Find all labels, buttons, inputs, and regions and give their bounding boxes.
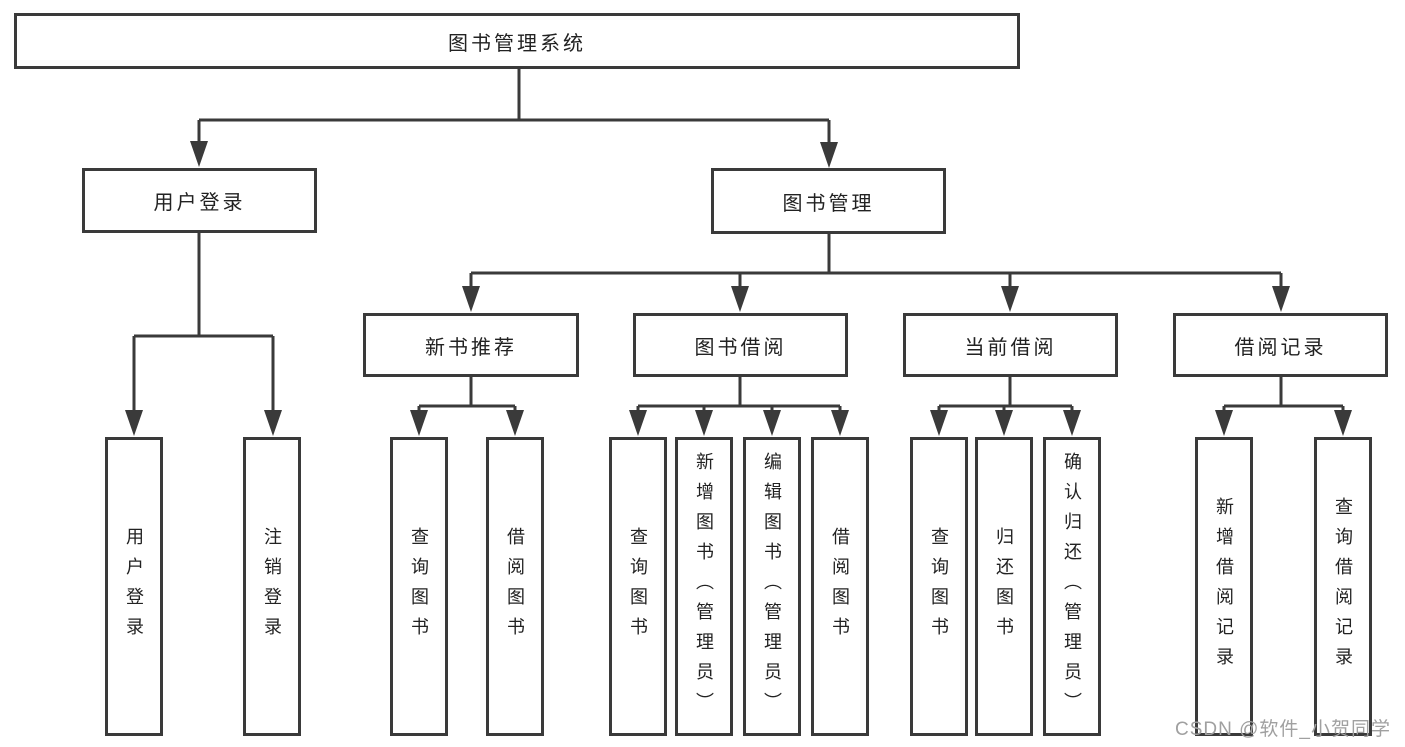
csdn-watermark: CSDN @软件_小贺同学: [1175, 719, 1391, 740]
leaf-label: 归还图书: [994, 526, 1014, 647]
leaf-query-books-1: 查询图书: [390, 437, 448, 736]
leaf-add-books-admin: 新增图书（管理员）: [675, 437, 733, 736]
leaf-query-books-2: 查询图书: [609, 437, 667, 736]
node-borrow-records: 借阅记录: [1173, 313, 1388, 377]
leaf-borrow-books-2: 借阅图书: [811, 437, 869, 736]
leaf-label: 确认归还（管理员）: [1062, 451, 1082, 722]
leaf-borrow-books-1: 借阅图书: [486, 437, 544, 736]
leaf-add-borrow-record: 新增借阅记录: [1195, 437, 1253, 736]
leaf-label: 注销登录: [262, 526, 282, 647]
node-user-login: 用户登录: [82, 168, 317, 233]
leaf-edit-books-admin: 编辑图书（管理员）: [743, 437, 801, 736]
leaf-label: 新增图书（管理员）: [694, 451, 714, 722]
leaf-label: 查询图书: [929, 526, 949, 647]
node-current-borrow: 当前借阅: [903, 313, 1118, 377]
leaf-query-books-3: 查询图书: [910, 437, 968, 736]
node-new-book-recommend: 新书推荐: [363, 313, 579, 377]
leaf-label: 查询图书: [628, 526, 648, 647]
leaf-return-books: 归还图书: [975, 437, 1033, 736]
node-root: 图书管理系统: [14, 13, 1020, 69]
leaf-query-borrow-record: 查询借阅记录: [1314, 437, 1372, 736]
node-book-borrow: 图书借阅: [633, 313, 848, 377]
leaf-label: 借阅图书: [830, 526, 850, 647]
leaf-user-login: 用户登录: [105, 437, 163, 736]
leaf-label: 查询借阅记录: [1333, 496, 1353, 677]
node-book-management: 图书管理: [711, 168, 946, 234]
leaf-label: 查询图书: [409, 526, 429, 647]
leaf-label: 借阅图书: [505, 526, 525, 647]
leaf-label: 用户登录: [124, 526, 144, 647]
leaf-confirm-return-admin: 确认归还（管理员）: [1043, 437, 1101, 736]
leaf-logout: 注销登录: [243, 437, 301, 736]
leaf-label: 编辑图书（管理员）: [762, 451, 782, 722]
leaf-label: 新增借阅记录: [1214, 496, 1234, 677]
